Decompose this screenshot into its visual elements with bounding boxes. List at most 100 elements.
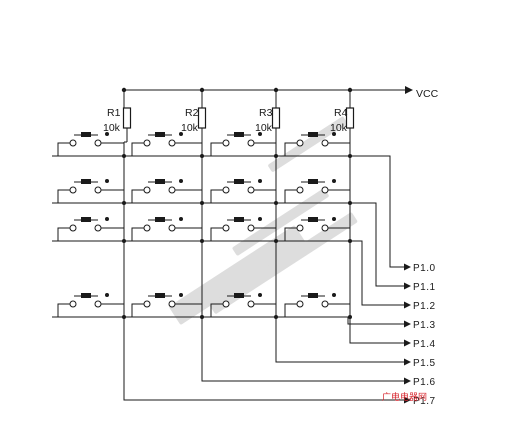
switch-contact [144, 225, 150, 231]
resistor-r2-value: 10k [181, 122, 199, 134]
switch-contact [95, 225, 101, 231]
column-output-wire [124, 317, 410, 400]
vcc-junction [200, 88, 204, 92]
push-button-switch [211, 132, 276, 156]
switch-marker [105, 217, 109, 221]
resistor-r1-value: 10k [103, 122, 121, 134]
switch-left-lead [58, 143, 70, 156]
switch-marker [258, 217, 262, 221]
switch-contact [297, 140, 303, 146]
site-watermark-text: 广电电器网 [382, 391, 427, 402]
switch-marker [258, 179, 262, 183]
switch-contact [322, 187, 328, 193]
port-arrow [404, 283, 411, 290]
port-label-p1-1: P1.1 [413, 282, 436, 293]
port-label-p1-4: P1.4 [413, 339, 436, 350]
switch-contact [95, 301, 101, 307]
port-arrow [404, 302, 411, 309]
switch-contact [248, 225, 254, 231]
switch-left-lead [211, 190, 223, 203]
watermark-stroke [169, 225, 307, 325]
switch-marker [332, 217, 336, 221]
switch-right-lead [101, 228, 124, 241]
column-output-wire [350, 317, 410, 343]
port-label-p1-6: P1.6 [413, 377, 436, 388]
switch-right-lead [328, 143, 350, 156]
switch-right-lead [101, 190, 124, 203]
switch-contact [297, 187, 303, 193]
switch-contact [223, 301, 229, 307]
vcc-junction [122, 88, 126, 92]
switch-left-lead [58, 228, 70, 241]
switch-right-lead [101, 143, 124, 156]
switch-contact [144, 140, 150, 146]
switch-contact [223, 225, 229, 231]
switch-contact [223, 140, 229, 146]
switch-contact [144, 301, 150, 307]
switch-marker [105, 293, 109, 297]
switch-contact [169, 301, 175, 307]
switch-right-lead [175, 143, 202, 156]
switch-left-lead [211, 143, 223, 156]
switch-marker [332, 179, 336, 183]
switch-contact [223, 187, 229, 193]
switch-left-lead [132, 304, 144, 317]
resistor-r4-name: R4 [334, 107, 348, 119]
switch-marker [179, 179, 183, 183]
resistor-body [199, 108, 206, 128]
switch-right-lead [328, 304, 350, 317]
switch-right-lead [254, 190, 276, 203]
port-arrow [404, 378, 411, 385]
switch-contact [248, 187, 254, 193]
port-arrow [404, 264, 411, 271]
switch-left-lead [285, 304, 297, 317]
resistor-r1-name: R1 [107, 107, 121, 119]
resistor-body [124, 108, 131, 128]
switch-marker [258, 293, 262, 297]
switch-contact [297, 225, 303, 231]
switch-right-lead [254, 143, 276, 156]
port-label-p1-0: P1.0 [413, 263, 436, 274]
switch-contact [95, 187, 101, 193]
resistor-r4-value: 10k [330, 122, 348, 134]
switch-contact [322, 225, 328, 231]
switch-contact [144, 187, 150, 193]
switch-right-lead [328, 190, 350, 203]
port-arrow [404, 340, 411, 347]
switch-marker [105, 179, 109, 183]
push-button-switch [132, 217, 202, 241]
switch-contact [248, 301, 254, 307]
resistor-r2-name: R2 [185, 107, 199, 119]
push-button-switch [132, 132, 202, 156]
push-button-switch [58, 179, 124, 203]
vcc-junction [274, 88, 278, 92]
switch-contact [169, 140, 175, 146]
port-arrow [404, 359, 411, 366]
switch-marker [179, 217, 183, 221]
switch-left-lead [132, 143, 144, 156]
port-label-p1-3: P1.3 [413, 320, 436, 331]
row-output-wire [58, 317, 410, 324]
switch-contact [297, 301, 303, 307]
switch-left-lead [58, 304, 70, 317]
switch-contact [70, 140, 76, 146]
switch-contact [248, 140, 254, 146]
vcc-label: VCC [416, 88, 439, 100]
push-button-switch [211, 179, 276, 203]
switch-left-lead [285, 190, 297, 203]
switch-contact [70, 225, 76, 231]
vcc-arrow [405, 86, 413, 94]
switch-right-lead [175, 190, 202, 203]
column-output-wire [202, 317, 410, 381]
switch-contact [322, 301, 328, 307]
push-button-switch [58, 217, 124, 241]
switch-right-lead [175, 228, 202, 241]
switch-marker [332, 293, 336, 297]
switch-right-lead [254, 304, 276, 317]
switch-left-lead [58, 190, 70, 203]
switch-contact [322, 140, 328, 146]
watermark-stroke [209, 212, 358, 315]
port-label-p1-2: P1.2 [413, 301, 436, 312]
